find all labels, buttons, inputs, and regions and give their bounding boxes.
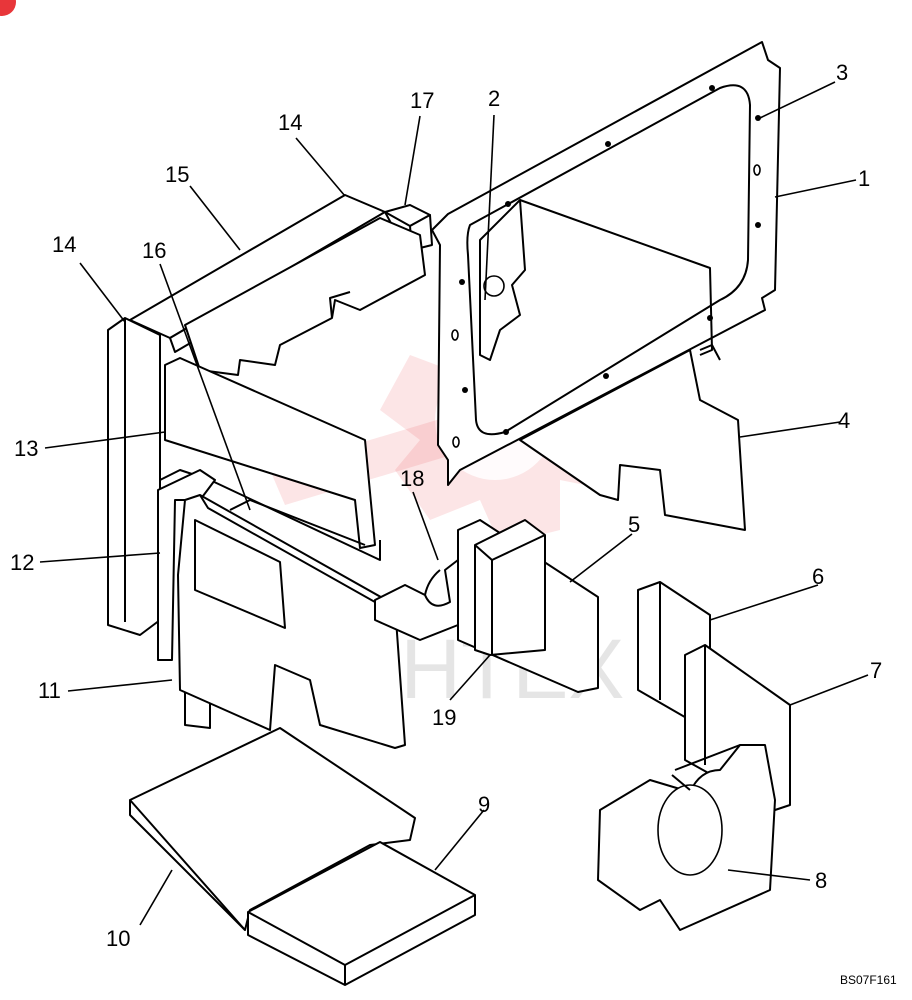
- callout-4: 4: [838, 408, 850, 433]
- callout-16: 16: [142, 238, 166, 263]
- callout-2: 2: [488, 86, 500, 111]
- callout-17: 17: [410, 88, 434, 113]
- callout-1: 1: [858, 166, 870, 191]
- callout-14-left: 14: [52, 232, 76, 257]
- part-2-inner-bracket: [479, 199, 713, 361]
- callout-13: 13: [14, 436, 38, 461]
- callout-7: 7: [870, 658, 882, 683]
- part-11-front-panel: [177, 494, 406, 749]
- callout-18: 18: [400, 466, 424, 491]
- callout-6: 6: [812, 564, 824, 589]
- callout-19: 19: [432, 705, 456, 730]
- part-9-10-base-plates: [129, 727, 476, 986]
- corner-badge-icon: [0, 0, 16, 16]
- callout-8: 8: [815, 868, 827, 893]
- part-1-frame-panel: [431, 41, 781, 486]
- part-4-side-panel: [519, 344, 746, 531]
- callout-9: 9: [478, 792, 490, 817]
- callout-10: 10: [106, 926, 130, 951]
- drawing-code: BS07F161: [840, 973, 897, 987]
- callout-11: 11: [38, 678, 61, 703]
- part-19-and-5-blocks: [457, 519, 599, 693]
- leader-lines: [39, 81, 869, 926]
- callout-14-top: 14: [278, 110, 302, 135]
- callout-5: 5: [628, 512, 640, 537]
- callout-12: 12: [10, 550, 34, 575]
- part-6-7-8-blocks: [597, 581, 791, 931]
- callout-15: 15: [165, 162, 189, 187]
- top-blocks: [129, 194, 433, 376]
- callout-3: 3: [836, 60, 848, 85]
